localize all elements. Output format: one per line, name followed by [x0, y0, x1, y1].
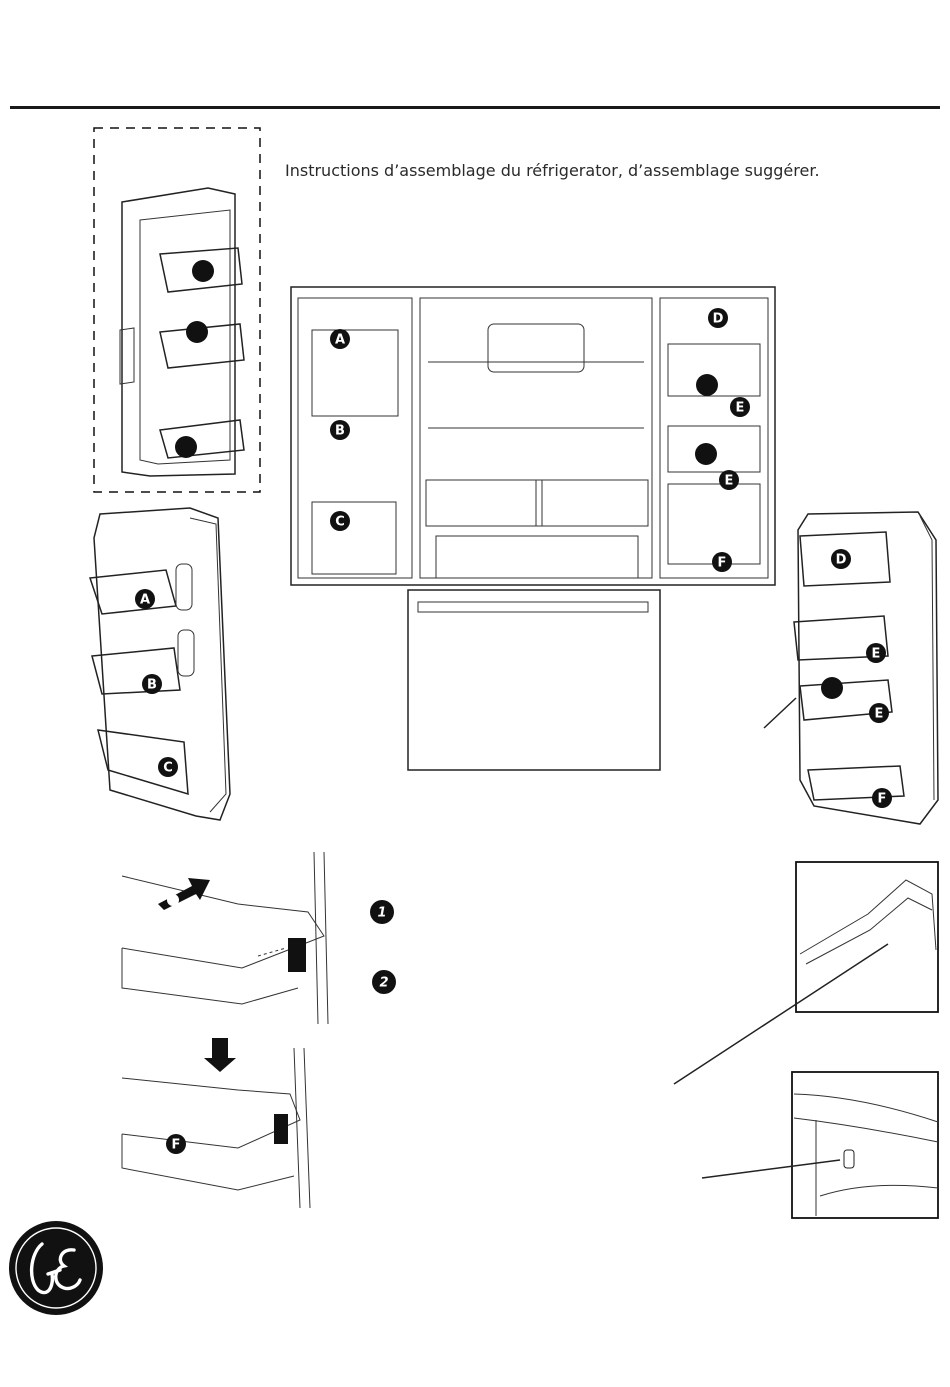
callout-f-fridge: F: [712, 552, 732, 572]
instruction-text: Instructions d’assemblage du réfrigerato…: [285, 161, 820, 180]
step-badges: 1 2: [366, 896, 402, 998]
svg-text:1: 1: [377, 906, 386, 921]
callout-f-right-door: F: [872, 788, 892, 808]
callout-e2-fridge: E: [719, 470, 739, 490]
svg-text:B: B: [335, 424, 345, 439]
svg-text:F: F: [878, 792, 887, 807]
callout-b-left-door: B: [142, 674, 162, 694]
svg-text:E: E: [725, 474, 734, 489]
header-rule: [10, 106, 940, 109]
right-door-figure: D E E F: [760, 500, 946, 828]
svg-text:F: F: [172, 1138, 181, 1153]
callout-e1-right-door: E: [866, 643, 886, 663]
left-door-figure: A B C: [80, 494, 242, 826]
svg-text:F: F: [718, 556, 727, 571]
ge-logo: [8, 1220, 104, 1316]
step-1-arrow-badge: [167, 894, 179, 906]
svg-text:B: B: [147, 678, 157, 693]
callout-c-fridge: C: [330, 511, 350, 531]
svg-text:2: 2: [379, 976, 388, 991]
step-1-figure: [118, 848, 368, 1028]
callout-c-left-door: C: [158, 757, 178, 777]
detail-1-figure: [670, 860, 942, 1088]
callout-a-left-door: A: [135, 589, 155, 609]
step-2-figure: F: [118, 1030, 358, 1212]
svg-text:C: C: [163, 761, 173, 776]
step-1-badge: 1: [370, 900, 394, 924]
svg-text:E: E: [736, 401, 745, 416]
callout-f-step-2: F: [166, 1134, 186, 1154]
refrigerator-figure: A B C D E E F: [288, 284, 778, 782]
svg-text:A: A: [335, 333, 345, 348]
svg-text:C: C: [335, 515, 345, 530]
callout-b-fridge: B: [330, 420, 350, 440]
step-2-badge: 2: [372, 970, 396, 994]
callout-d-right-door: D: [831, 549, 851, 569]
svg-text:E: E: [872, 647, 881, 662]
svg-text:A: A: [140, 593, 150, 608]
svg-text:D: D: [836, 553, 847, 568]
svg-text:D: D: [713, 312, 724, 327]
callout-d-fridge: D: [708, 308, 728, 328]
left-door-detail-figure: [90, 124, 265, 496]
svg-text:E: E: [875, 707, 884, 722]
detail-2-figure: [700, 1070, 942, 1222]
callout-e1-fridge: E: [730, 397, 750, 417]
callout-e2-right-door: E: [869, 703, 889, 723]
callout-a-fridge: A: [330, 329, 350, 349]
